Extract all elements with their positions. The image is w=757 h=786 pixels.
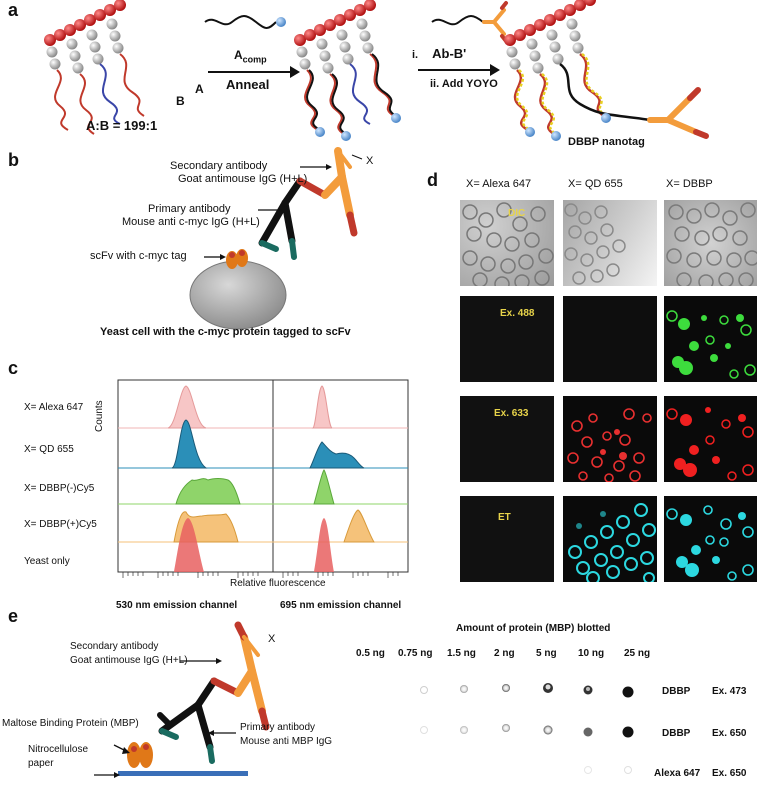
d-row-label-et: ET [498,512,511,523]
d-row-label-633: Ex. 633 [494,408,529,419]
mini-antibody [482,1,508,43]
e-amount-6: 10 ng [578,648,605,659]
c-channel-2: 695 nm emission channel [280,600,402,611]
step1-subscript: comp [242,54,267,65]
micrograph-dic-dbbp [664,200,757,286]
e-row-ex-2: Ex. 650 [712,728,747,739]
b-secondary-sub: Goat antimouse IgG (H+L) [178,173,308,185]
c-ylabel: Counts [94,400,105,432]
step1-label-bottom: Anneal [226,77,270,92]
assembly-middle [294,0,401,141]
e-row-label-2: DBBP [662,728,691,739]
d-col-label-2: X= QD 655 [568,178,623,190]
strand-label-b: B [176,94,185,108]
panel-e-diagram [94,621,270,778]
e-nitro-label-2: paper [28,758,54,769]
b-scfv-label: scFv with c-myc tag [90,250,187,262]
c-channel-1: 530 nm emission channel [116,600,238,611]
primary-antibody [258,177,304,260]
e-row-label-3: Alexa 647 [654,768,701,779]
assembly-left [44,0,145,135]
yeast-cell [189,260,287,330]
e-secondary-antibody [210,621,270,731]
micrograph-488-dbbp [664,296,757,382]
c-row-label-4: X= DBBP(+)Cy5 [24,519,97,530]
scfv-marker [226,249,248,269]
b-secondary-title: Secondary antibody [170,160,268,172]
d-col-label-1: X= Alexa 647 [466,178,532,190]
e-amount-2: 0.75 ng [398,648,433,659]
free-strand-1 [204,15,277,29]
step1-label-top: Acomp [234,48,267,65]
c-xlabel: Relative fluorescence [230,578,326,589]
e-mbp-label: Maltose Binding Protein (MBP) [2,718,139,729]
micrograph-633-dbbp [664,396,757,482]
micrograph-et-alexa: ET [460,496,554,582]
step2-ab-label: Ab-B' [432,46,467,61]
e-primary-antibody [157,677,218,764]
micrograph-et-qd [563,496,657,582]
micrograph-488-alexa: Ex. 488 [460,296,554,382]
d-row-label-488: Ex. 488 [500,308,535,319]
e-amount-title: Amount of protein (MBP) blotted [456,623,611,634]
nitrocellulose-strip [118,771,248,776]
secondary-antibody [296,147,358,237]
panel-label-c: c [8,358,19,378]
panel-a-diagram [44,0,709,141]
e-amount-1: 0.5 ng [356,648,385,659]
panel-label-e: e [8,606,19,626]
e-amount-4: 2 ng [494,648,515,659]
panel-c-histograms [117,379,409,578]
strand-label-a: A [195,82,204,96]
panel-label-b: b [8,150,19,170]
e-row-ex-1: Ex. 473 [712,686,747,697]
panel-b-diagram [189,147,363,330]
micrograph-488-qd [563,296,657,382]
e-x-label: X [268,633,276,645]
step2-label-ii: ii. Add YOYO [430,78,498,90]
micrograph-et-dbbp [664,496,757,582]
free-strand-2 [431,15,484,26]
e-amount-5: 5 ng [536,648,557,659]
e-row-ex-3: Ex. 650 [712,768,747,779]
dot-blot [420,683,634,774]
panel-label-d: d [427,170,438,190]
b-x-label: X [366,155,374,167]
micrograph-dic-qd [563,200,657,286]
e-nitro-label-1: Nitrocellulose [28,744,89,755]
assembly-right [504,0,709,141]
b-primary-title: Primary antibody [148,203,231,215]
b-caption: Yeast cell with the c-myc protein tagged… [100,326,351,338]
mbp-marker [127,742,153,768]
c-row-label-3: X= DBBP(-)Cy5 [24,483,95,494]
e-primary-sub: Mouse anti MBP IgG [240,736,333,747]
micrograph-633-qd [563,396,657,482]
e-primary-title: Primary antibody [240,722,316,733]
b-primary-sub: Mouse anti c-myc IgG (H+L) [122,216,260,228]
c-row-label-1: X= Alexa 647 [24,402,84,413]
panel-label-a: a [8,0,19,20]
e-row-label-1: DBBP [662,686,691,697]
step2-label-i: i.Ab-B' [412,46,467,61]
nanotag-label: DBBP nanotag [568,136,645,148]
e-secondary-sub: Goat antimouse IgG (H+L) [70,655,188,666]
e-secondary-title: Secondary antibody [70,641,159,652]
e-amount-7: 25 ng [624,648,651,659]
d-row-label-dic: DIC [508,208,526,219]
micrograph-dic-alexa: DIC [460,200,554,286]
ratio-label: A:B = 199:1 [86,118,158,133]
d-col-label-3: X= DBBP [666,178,713,190]
micrograph-633-alexa: Ex. 633 [460,396,554,482]
e-amount-3: 1.5 ng [447,648,476,659]
c-row-label-2: X= QD 655 [24,444,74,455]
c-row-label-5: Yeast only [24,556,70,567]
